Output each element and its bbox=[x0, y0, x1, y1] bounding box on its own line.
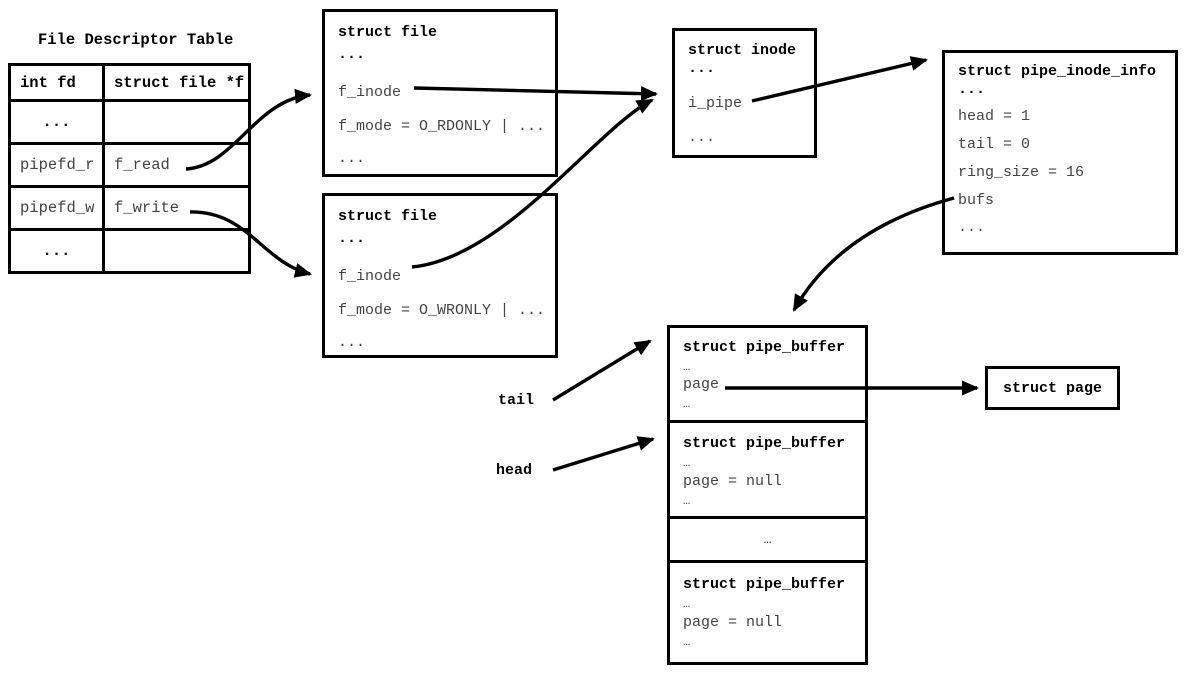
field-f-inode: f_inode bbox=[338, 84, 402, 101]
struct-pipe-inode-info-box: struct pipe_inode_info ... head = 1 tail… bbox=[942, 50, 1178, 255]
field-page: page bbox=[683, 376, 720, 393]
struct-page-box: struct page bbox=[985, 366, 1120, 410]
fd-table-header-row: int fd struct file *f bbox=[8, 63, 251, 102]
pipe-buffer-2-box: struct pipe_buffer … page = null … bbox=[667, 560, 868, 665]
fd-cell-empty bbox=[102, 99, 251, 145]
fd-cell-pipefd-r: pipefd_r bbox=[8, 142, 105, 188]
field-page-null: page = null bbox=[683, 614, 783, 631]
field-tail: tail = 0 bbox=[958, 136, 1031, 153]
struct-file-write-title: struct file bbox=[338, 208, 438, 225]
struct-inode-title: struct inode bbox=[688, 42, 797, 59]
field-i-pipe: i_pipe bbox=[688, 95, 743, 112]
struct-page-title: struct page bbox=[1002, 379, 1103, 397]
arrow-head-to-pipe-buffer-1 bbox=[552, 436, 655, 472]
field-head: head = 1 bbox=[958, 108, 1031, 125]
fd-cell-ellipsis: ... bbox=[8, 99, 105, 145]
fd-cell-empty bbox=[102, 228, 251, 274]
fd-table-header-struct-file: struct file *f bbox=[102, 63, 251, 102]
ellipsis-line: ... bbox=[338, 46, 366, 63]
diagram-title: File Descriptor Table bbox=[38, 31, 234, 49]
table-row: pipefd_r f_read bbox=[8, 142, 251, 188]
field-ring-size: ring_size = 16 bbox=[958, 164, 1085, 181]
ellipsis-line: … bbox=[683, 494, 691, 508]
ellipsis-line: … bbox=[763, 532, 772, 547]
pipe-buffer-title: struct pipe_buffer bbox=[683, 435, 846, 452]
pipe-buffer-1-box: struct pipe_buffer … page = null … bbox=[667, 420, 868, 519]
ellipsis-line: ... bbox=[338, 334, 366, 351]
fd-cell-f-write: f_write bbox=[102, 185, 251, 231]
arrow-bufs-to-pipe-buffer bbox=[792, 196, 955, 312]
ellipsis-line: … bbox=[683, 360, 691, 374]
head-pointer-label: head bbox=[496, 462, 533, 479]
struct-file-write-box: struct file ... f_inode f_mode = O_WRONL… bbox=[322, 193, 558, 358]
pipe-buffer-0-box: struct pipe_buffer … page … bbox=[667, 325, 868, 423]
arrow-tail-to-pipe-buffer-0 bbox=[552, 339, 652, 402]
tail-pointer-label: tail bbox=[498, 392, 535, 409]
ellipsis-line: … bbox=[683, 456, 691, 470]
pipe-buffer-separator: … bbox=[667, 516, 868, 563]
struct-pipe-inode-info-title: struct pipe_inode_info bbox=[958, 63, 1157, 80]
ellipsis-line: ... bbox=[958, 219, 986, 236]
ellipsis-line: ... bbox=[958, 81, 986, 98]
field-f-mode-rdonly: f_mode = O_RDONLY | ... bbox=[338, 118, 546, 135]
ellipsis-line: … bbox=[683, 597, 691, 611]
field-f-inode: f_inode bbox=[338, 268, 402, 285]
struct-file-read-title: struct file bbox=[338, 24, 438, 41]
struct-file-read-box: struct file ... f_inode f_mode = O_RDONL… bbox=[322, 9, 558, 177]
field-f-mode-wronly: f_mode = O_WRONLY | ... bbox=[338, 302, 546, 319]
ellipsis-line: … bbox=[683, 397, 691, 411]
fd-table-header-int-fd: int fd bbox=[8, 63, 105, 102]
fd-cell-f-read: f_read bbox=[102, 142, 251, 188]
table-row: ... bbox=[8, 228, 251, 274]
table-row: pipefd_w f_write bbox=[8, 185, 251, 231]
ellipsis-line: ... bbox=[338, 230, 366, 247]
pipe-buffer-title: struct pipe_buffer bbox=[683, 339, 846, 356]
field-bufs: bufs bbox=[958, 192, 995, 209]
ellipsis-line: … bbox=[683, 635, 691, 649]
struct-inode-box: struct inode ... i_pipe ... bbox=[672, 28, 817, 158]
pipe-buffer-title: struct pipe_buffer bbox=[683, 576, 846, 593]
ellipsis-line: ... bbox=[688, 129, 716, 146]
fd-cell-pipefd-w: pipefd_w bbox=[8, 185, 105, 231]
fd-cell-ellipsis: ... bbox=[8, 228, 105, 274]
table-row: ... bbox=[8, 99, 251, 145]
ellipsis-line: ... bbox=[338, 150, 366, 167]
fd-table: int fd struct file *f ... pipefd_r f_rea… bbox=[8, 63, 251, 274]
ellipsis-line: ... bbox=[688, 60, 716, 77]
field-page-null: page = null bbox=[683, 473, 783, 490]
